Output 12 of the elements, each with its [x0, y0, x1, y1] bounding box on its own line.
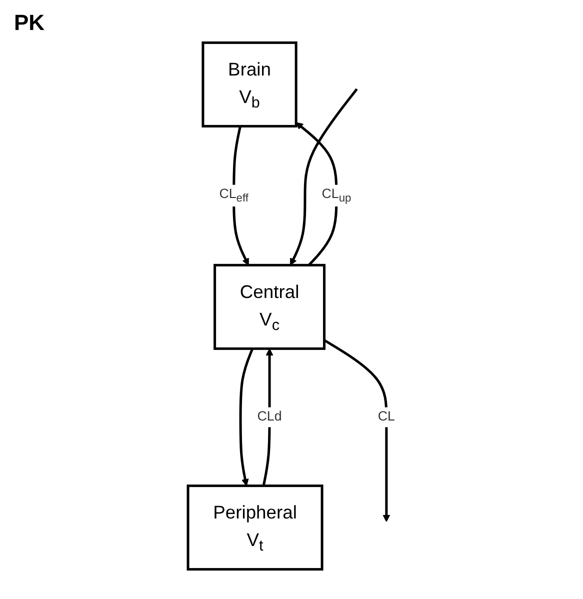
edge-label: CL$_{up}$ [322, 187, 352, 204]
node-box: Peripheral V$_{t}$ [186, 484, 324, 571]
arrow [290, 88, 358, 266]
node-box: Brain V$_{b}$ [202, 41, 298, 128]
arrow [296, 122, 338, 266]
diagram-title: PK [14, 10, 46, 36]
edge-label: CLd [257, 410, 282, 424]
arrow [239, 348, 254, 486]
arrow [324, 339, 390, 522]
edge-label: CL$_{eff}$ [219, 187, 248, 204]
node-box: Central V$_{c}$ [214, 264, 326, 350]
edge-label: CL [378, 410, 395, 424]
